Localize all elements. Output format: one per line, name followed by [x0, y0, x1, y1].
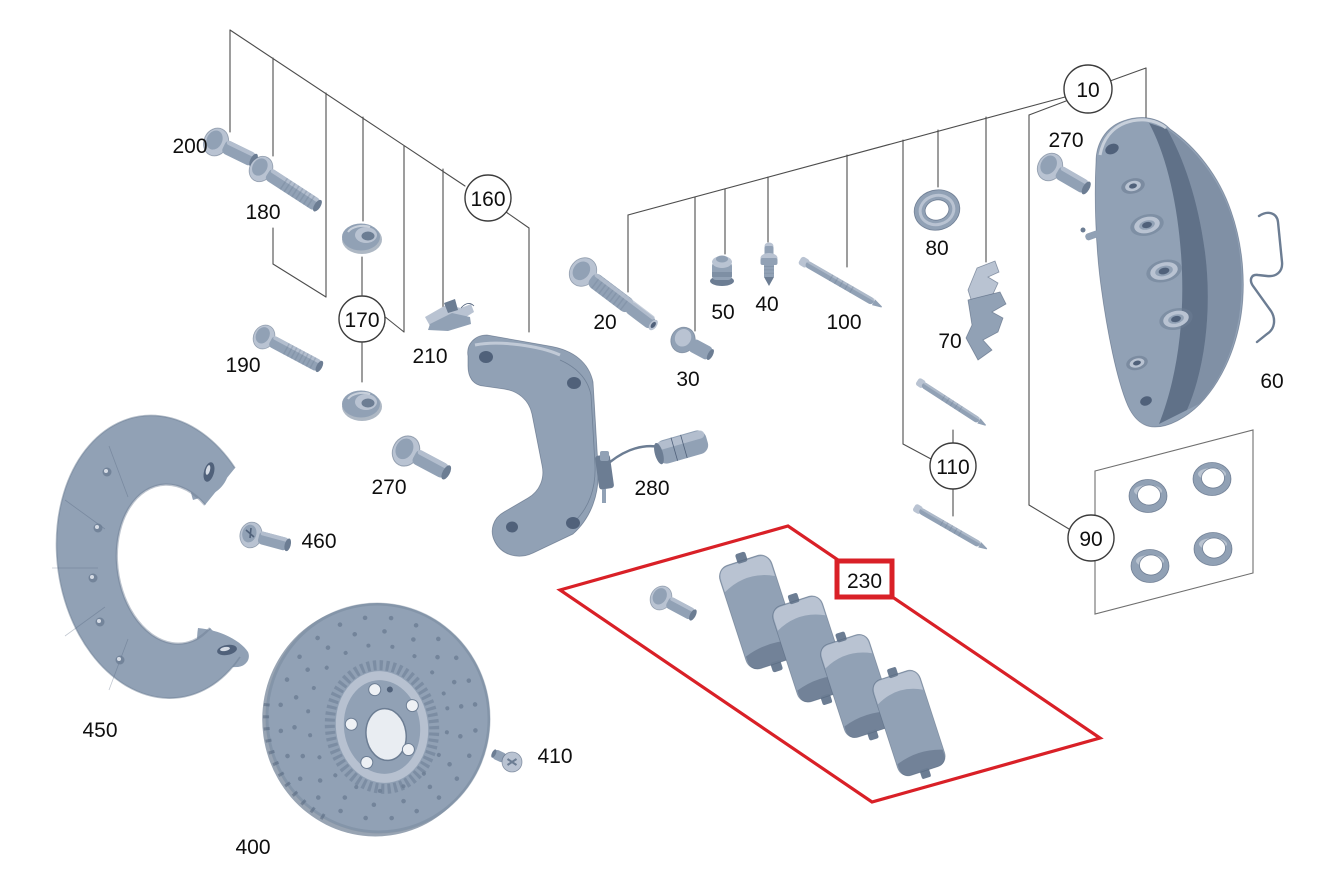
part-label-110[interactable]: 110	[929, 442, 977, 490]
part-label-200[interactable]: 200	[172, 135, 207, 158]
part-label-230-highlighted[interactable]: 230	[834, 558, 895, 600]
part-brake-pads-230	[645, 544, 951, 786]
part-label-270-left[interactable]: 270	[371, 476, 406, 499]
part-locating-nut-upper-160-170	[341, 222, 383, 255]
part-brake-caliper-10	[1080, 117, 1244, 428]
part-label-90[interactable]: 90	[1067, 514, 1115, 562]
leader-lines-left-group	[229, 29, 530, 383]
part-label-10[interactable]: 10	[1063, 64, 1113, 114]
part-label-40[interactable]: 40	[755, 293, 778, 316]
part-label-280[interactable]: 280	[634, 477, 669, 500]
part-pad-pin-lower-110	[912, 503, 989, 552]
part-retaining-clip-210	[425, 299, 475, 331]
part-label-180[interactable]: 180	[245, 201, 280, 224]
part-seal-ring-80	[913, 189, 961, 231]
leader-lines-right-group	[627, 67, 1147, 530]
part-label-460[interactable]: 460	[301, 530, 336, 553]
part-label-30[interactable]: 30	[676, 368, 699, 391]
part-bolt-30	[670, 326, 714, 360]
part-pad-pin-100	[798, 256, 884, 311]
part-bolt-190	[249, 321, 328, 378]
part-locating-nut-lower-160-170	[341, 389, 383, 422]
svg-text:10: 10	[1076, 79, 1099, 102]
part-label-20[interactable]: 20	[593, 311, 616, 334]
part-bolt-460	[236, 519, 295, 559]
part-spring-clips-70	[965, 260, 1007, 361]
part-label-190[interactable]: 190	[225, 354, 260, 377]
part-bleeder-valve-40	[760, 242, 778, 286]
part-cap-50	[710, 255, 734, 286]
part-label-410[interactable]: 410	[537, 745, 572, 768]
svg-text:160: 160	[470, 188, 505, 211]
part-screw-410	[491, 749, 523, 773]
svg-text:110: 110	[936, 456, 969, 479]
part-guide-bolt-20	[568, 257, 658, 331]
part-label-160[interactable]: 160	[464, 174, 512, 222]
part-label-60[interactable]: 60	[1260, 370, 1283, 393]
part-label-70[interactable]: 70	[938, 330, 961, 353]
part-bolt-270-right	[1031, 148, 1097, 203]
svg-text:170: 170	[344, 309, 379, 332]
part-label-100[interactable]: 100	[826, 311, 861, 334]
part-wear-sensor-280	[595, 430, 709, 503]
svg-text:230: 230	[847, 570, 882, 593]
part-label-210[interactable]: 210	[412, 345, 447, 368]
part-label-270-right[interactable]: 270	[1048, 129, 1083, 152]
part-label-50[interactable]: 50	[711, 301, 734, 324]
part-seal-kit-90	[1094, 429, 1254, 615]
part-label-80[interactable]: 80	[925, 237, 948, 260]
part-brake-disc-400	[262, 602, 491, 837]
part-pad-pin-upper-110	[915, 377, 988, 428]
part-label-450[interactable]: 450	[82, 719, 117, 742]
part-label-400[interactable]: 400	[235, 836, 270, 859]
part-label-170[interactable]: 170	[338, 295, 386, 343]
highlight-region-230	[556, 524, 1104, 804]
svg-text:90: 90	[1079, 528, 1102, 551]
part-splash-shield-450	[52, 414, 249, 699]
part-wire-spring-60	[1249, 211, 1284, 344]
part-carrier-bracket-160	[467, 334, 599, 557]
